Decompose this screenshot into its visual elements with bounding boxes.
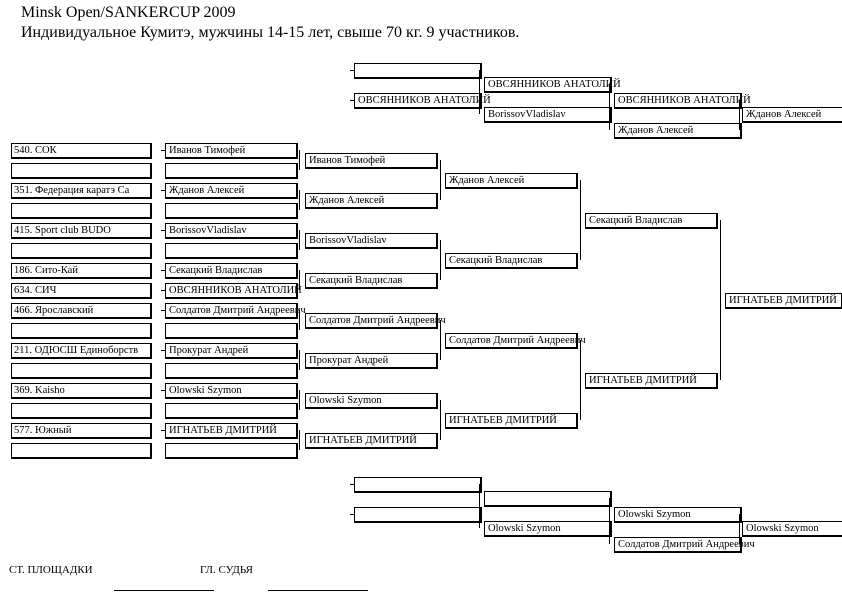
chief-judge-label: ГЛ. СУДЬЯ — [200, 564, 253, 576]
repechage-top-r3-slot: ОВСЯННИКОВ АНАТОЛИЙ — [614, 93, 751, 109]
club-cell — [11, 323, 152, 339]
page-title: Minsk Open/SANKERCUP 2009 — [21, 4, 236, 21]
site-referee-signature-line — [114, 590, 214, 591]
club-cell — [11, 243, 152, 259]
repechage-bottom-r2-slot — [484, 491, 612, 507]
repechage-bottom-r3-slot: Солдатов Дмитрий Андреевич — [614, 537, 755, 553]
club-cell: 369. Kaisho — [11, 383, 152, 399]
round1-slot — [165, 363, 298, 379]
club-cell: 351. Федерация каратэ Са — [11, 183, 152, 199]
club-cell: 634. СИЧ — [11, 283, 152, 299]
round3-slot: Жданов Алексей — [445, 173, 578, 189]
club-cell — [11, 443, 152, 459]
semi-slot: Секацкий Владислав — [585, 213, 718, 229]
repechage-bottom-r2-slot: Olowski Szymon — [484, 521, 612, 537]
repechage-top-r3-slot: Жданов Алексей — [614, 123, 742, 139]
final-winner: ИГНАТЬЕВ ДМИТРИЙ — [725, 293, 842, 309]
club-cell: 577. Южный — [11, 423, 152, 439]
repechage-bottom-r1-slot — [354, 477, 482, 493]
club-cell — [11, 363, 152, 379]
club-cell — [11, 403, 152, 419]
round2-slot: BorissovVladislav — [305, 233, 438, 249]
round1-slot — [165, 163, 298, 179]
round1-slot: ОВСЯННИКОВ АНАТОЛИЙ — [165, 283, 302, 299]
round3-slot: Секацкий Владислав — [445, 253, 578, 269]
round1-slot: Иванов Тимофей — [165, 143, 298, 159]
club-cell: 211. ОДЮСШ Единоборств — [11, 343, 152, 359]
round1-slot — [165, 243, 298, 259]
repechage-bottom-r1-slot — [354, 507, 482, 523]
club-cell: 466. Ярославский — [11, 303, 152, 319]
site-referee-label: СТ. ПЛОЩАДКИ — [9, 564, 93, 576]
repechage-top-r1-slot: ОВСЯННИКОВ АНАТОЛИЙ — [354, 93, 491, 109]
semi-slot: ИГНАТЬЕВ ДМИТРИЙ — [585, 373, 718, 389]
round2-slot: Солдатов Дмитрий Андреевич — [305, 313, 446, 329]
round2-slot: Секацкий Владислав — [305, 273, 438, 289]
club-cell: 540. СОК — [11, 143, 152, 159]
page-subtitle: Индивидуальное Кумитэ, мужчины 14-15 лет… — [21, 24, 520, 41]
round1-slot — [165, 403, 298, 419]
club-cell — [11, 203, 152, 219]
club-cell: 415. Sport club BUDO — [11, 223, 152, 239]
round2-slot: Olowski Szymon — [305, 393, 438, 409]
chief-judge-signature-line — [268, 590, 368, 591]
club-cell — [11, 163, 152, 179]
round2-slot: Прокурат Андрей — [305, 353, 438, 369]
round1-slot — [165, 203, 298, 219]
repechage-top-r2-slot: ОВСЯННИКОВ АНАТОЛИЙ — [484, 77, 621, 93]
repechage-top-r1-slot — [354, 63, 482, 79]
round2-slot: ИГНАТЬЕВ ДМИТРИЙ — [305, 433, 438, 449]
repechage-bottom-winner: Olowski Szymon — [742, 521, 842, 537]
round1-slot: Olowski Szymon — [165, 383, 298, 399]
round3-slot: ИГНАТЬЕВ ДМИТРИЙ — [445, 413, 578, 429]
round2-slot: Иванов Тимофей — [305, 153, 438, 169]
club-cell: 186. Сито-Кай — [11, 263, 152, 279]
round1-slot: Прокурат Андрей — [165, 343, 298, 359]
round1-slot: Солдатов Дмитрий Андреевич — [165, 303, 306, 319]
round2-slot: Жданов Алексей — [305, 193, 438, 209]
round1-slot: Секацкий Владислав — [165, 263, 298, 279]
repechage-top-winner: Жданов Алексей — [742, 107, 842, 123]
round1-slot: Жданов Алексей — [165, 183, 298, 199]
round1-slot — [165, 323, 298, 339]
round3-slot: Солдатов Дмитрий Андреевич — [445, 333, 586, 349]
repechage-top-r2-slot: BorissovVladislav — [484, 107, 612, 123]
round1-slot — [165, 443, 298, 459]
round1-slot: BorissovVladislav — [165, 223, 298, 239]
round1-slot: ИГНАТЬЕВ ДМИТРИЙ — [165, 423, 298, 439]
repechage-bottom-r3-slot: Olowski Szymon — [614, 507, 742, 523]
